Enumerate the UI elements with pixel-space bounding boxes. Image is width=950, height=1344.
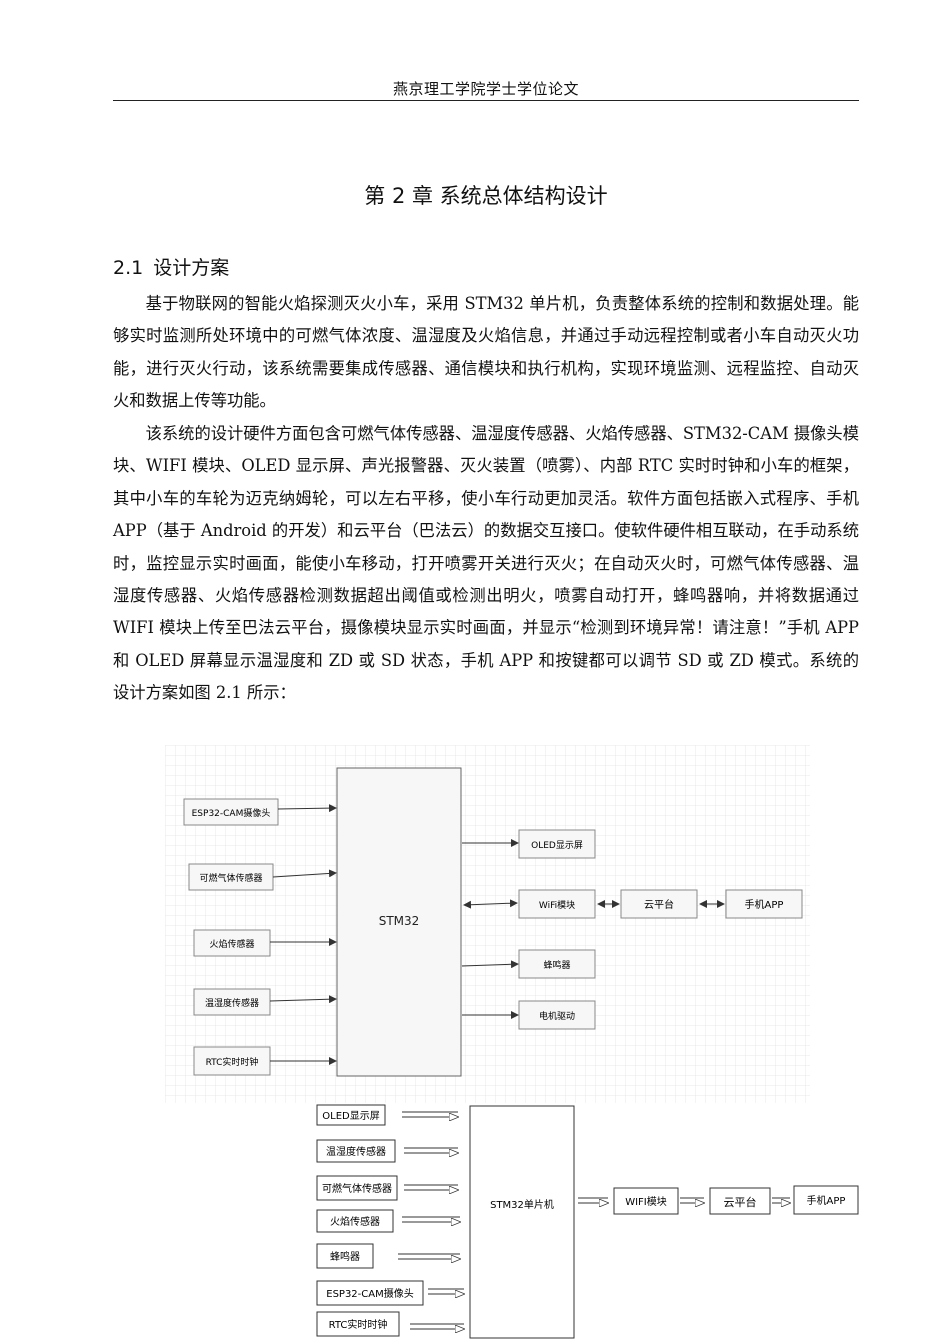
d2-input-flame-sensor: 火焰传感器 [316, 1209, 394, 1233]
input-esp32-cam-label: ESP32-CAM摄像头 [192, 807, 271, 819]
stm32-mcu-label: STM32单片机 [490, 1198, 554, 1211]
paragraph-2: 该系统的设计硬件方面包含可燃气体传感器、温湿度传感器、火焰传感器、STM32-C… [113, 424, 859, 703]
d2-input-temp-humidity: 温湿度传感器 [316, 1139, 396, 1163]
input-flame-sensor: 火焰传感器 [193, 929, 271, 957]
cloud-platform: 云平台 [620, 889, 698, 919]
d2-arrow-gas [404, 1185, 458, 1190]
d2-input-oled-label: OLED显示屏 [322, 1110, 379, 1122]
d2-input-buzzer-label: 蜂鸣器 [330, 1250, 360, 1263]
d2-input-oled: OLED显示屏 [316, 1104, 386, 1126]
cloud-platform-label: 云平台 [644, 898, 674, 911]
output-oled: OLED显示屏 [518, 829, 596, 859]
d2-arrow-rtc [410, 1324, 464, 1329]
d2-input-flame-sensor-label: 火焰传感器 [330, 1215, 380, 1228]
output-wifi: WiFi模块 [518, 889, 596, 919]
d2-input-gas-sensor-label: 可燃气体传感器 [322, 1182, 392, 1195]
output-buzzer: 蜂鸣器 [518, 949, 596, 979]
d2-arrow-temp [404, 1148, 458, 1153]
input-rtc: RTC实时时钟 [193, 1046, 271, 1076]
d2-arrow-buzzer [398, 1254, 460, 1259]
page-header: 燕京理工学院学士学位论文 [392, 80, 579, 98]
output-buzzer-label: 蜂鸣器 [543, 959, 570, 971]
d2-arrow-stm-wifi [578, 1198, 608, 1203]
d2-wifi-module: WIFI模块 [613, 1187, 679, 1215]
output-motor-driver-label: 电机驱动 [539, 1010, 575, 1022]
input-flame-sensor-label: 火焰传感器 [209, 938, 254, 950]
phone-app-label: 手机APP [745, 898, 784, 911]
d2-arrow-flame [402, 1217, 460, 1222]
input-rtc-label: RTC实时时钟 [206, 1056, 259, 1068]
d2-arrow-oled [402, 1112, 458, 1117]
stm32-block: STM32 [336, 767, 462, 1077]
d2-arrow-wifi-cloud [680, 1198, 704, 1203]
chapter-title: 第 2 章 系统总体结构设计 [364, 184, 608, 208]
input-gas-sensor: 可燃气体传感器 [188, 863, 274, 891]
arrow-buzzer [461, 960, 519, 969]
d2-phone-app: 手机APP [793, 1185, 859, 1215]
paragraph-1: 基于物联网的智能火焰探测灭火小车，采用 STM32 单片机，负责整体系统的控制和… [113, 294, 859, 411]
output-motor-driver: 电机驱动 [518, 1000, 596, 1030]
stm32-mcu-block: STM32单片机 [469, 1105, 575, 1339]
d2-input-temp-humidity-label: 温湿度传感器 [326, 1145, 386, 1158]
d2-cloud-platform-label: 云平台 [724, 1195, 757, 1209]
output-oled-label: OLED显示屏 [531, 840, 583, 851]
section-number: 2.1 [113, 257, 144, 279]
section-title: 设计方案 [153, 257, 230, 279]
d2-arrow-esp32 [428, 1289, 464, 1294]
d2-input-esp32-cam-label: ESP32-CAM摄像头 [326, 1287, 413, 1300]
d2-cloud-platform: 云平台 [709, 1187, 771, 1215]
arrow-temp [269, 995, 337, 1004]
arrow-esp32 [277, 804, 337, 813]
d2-input-rtc-label: RTC实时时钟 [329, 1318, 388, 1331]
input-temp-humidity-label: 温湿度传感器 [205, 997, 259, 1009]
d2-input-rtc: RTC实时时钟 [316, 1311, 400, 1337]
output-wifi-label: WiFi模块 [539, 899, 575, 911]
header-rule [113, 100, 859, 101]
section-heading: 2.1 设计方案 [113, 253, 239, 280]
d2-phone-app-label: 手机APP [807, 1194, 846, 1207]
stm32-label: STM32 [379, 914, 420, 928]
d2-input-esp32-cam: ESP32-CAM摄像头 [316, 1280, 424, 1306]
arrow-gas [272, 869, 337, 878]
system-diagram-2: STM32单片机 OLED显示屏 温湿度传感器 可燃气体传感器 火焰传感器 蜂鸣… [316, 1104, 859, 1344]
input-temp-humidity: 温湿度传感器 [193, 988, 271, 1016]
d2-arrow-cloud-app [772, 1198, 790, 1203]
input-gas-sensor-label: 可燃气体传感器 [199, 872, 262, 884]
phone-app: 手机APP [725, 889, 803, 919]
d2-input-buzzer: 蜂鸣器 [316, 1243, 374, 1269]
arrow-wifi [463, 899, 518, 909]
d2-input-gas-sensor: 可燃气体传感器 [316, 1175, 398, 1201]
system-diagram-1: STM32 ESP32-CAM摄像头 可燃气体传感器 火焰传感器 温湿度传感器 … [165, 745, 810, 1103]
d2-wifi-module-label: WIFI模块 [625, 1196, 667, 1208]
input-esp32-cam: ESP32-CAM摄像头 [183, 798, 279, 826]
